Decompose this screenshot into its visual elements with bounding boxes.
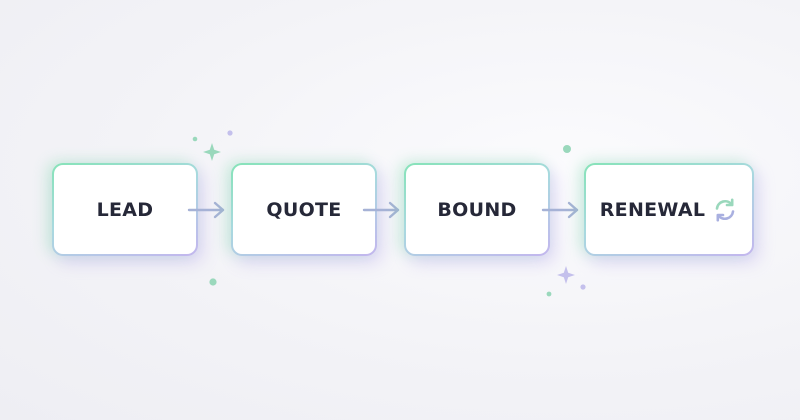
sparkle-dot	[192, 136, 198, 142]
arrow-right-icon	[541, 201, 579, 219]
stage-label-renewal: RENEWAL	[599, 198, 706, 221]
stage-label-quote: QUOTE	[266, 198, 342, 221]
stage-quote: QUOTE	[231, 163, 377, 256]
sparkle-dot	[209, 278, 217, 286]
stage-renewal: RENEWAL	[584, 163, 754, 256]
stage-label-lead: LEAD	[96, 198, 154, 221]
sparkle-dot	[580, 284, 586, 290]
refresh-cycle-icon	[712, 197, 738, 223]
arrow-right-icon	[362, 201, 400, 219]
stage-label-bound: BOUND	[437, 198, 517, 221]
sparkle-dot	[546, 291, 552, 297]
stage-lead: LEAD	[52, 163, 198, 256]
stage-bound: BOUND	[404, 163, 550, 256]
sparkle-star-icon	[557, 266, 575, 284]
arrow-right-icon	[187, 201, 225, 219]
sparkle-dot	[227, 130, 233, 136]
sparkle-dot	[563, 145, 571, 153]
sparkle-star-icon	[203, 143, 221, 161]
